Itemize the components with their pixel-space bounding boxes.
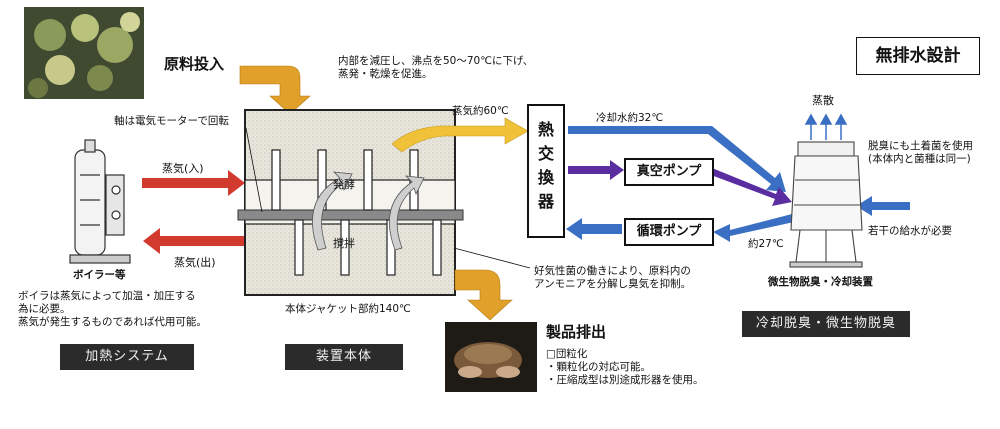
pressure-note: 内部を減圧し、沸点を50～70℃に下げ、 蒸発・乾燥を促進。 [338,55,534,80]
boiler-illustration [69,139,131,264]
stir-label: 撹拌 [333,237,355,250]
return-temp-label: 約27℃ [748,238,784,250]
circulation-pump-box: 循環ポンプ [624,218,714,246]
cooling-water-label: 冷却水約32℃ [596,112,664,124]
steam-arrows [142,170,245,254]
cooling-flow-arrows [566,126,910,242]
product-notes: □団粒化 ・顆粒化の対応可能。 ・圧縮成型は別途成形器を使用。 [546,348,704,386]
raw-input-label: 原料投入 [164,55,225,73]
boiler-label: ボイラー等 [73,269,126,281]
heating-note: ボイラは蒸気によって加温・加圧する 為に必要。 蒸気が発生するものであれば代用可… [18,290,207,328]
raw-input-arrow [239,65,311,115]
vacuum-pump-box: 真空ポンプ [624,158,714,186]
product-photo [445,322,537,392]
raw-material-photo [24,7,144,99]
main-section-label: 装置本体 [285,344,403,370]
water-supply-label: 若干の給水が必要 [868,225,952,237]
evaporation-label: 蒸散 [812,94,834,107]
steam-in-label: 蒸気(入) [162,162,204,175]
heating-section-label: 加熱システム [60,344,194,370]
design-title-box: 無排水設計 [856,37,980,75]
cooling-unit-label: 微生物脱臭・冷却装置 [768,276,873,288]
steam-temp-label: 蒸気約60℃ [452,105,509,117]
evaporation-arrows [804,113,848,140]
vapor-arrow [391,117,529,153]
heat-exchanger-box: 熱 交 換 器 [527,104,565,238]
bacteria-note: 好気性菌の働きにより、原料内の アンモニアを分解し臭気を抑制。 [534,265,692,290]
cooling-tower [789,141,863,268]
shaft-note: 軸は電気モーターで回転 [114,115,229,127]
product-output-arrow [454,269,513,321]
ferment-label: 発酵 [333,178,355,191]
jacket-temp-label: 本体ジャケット部約140℃ [285,303,411,315]
product-title: 製品排出 [546,323,607,341]
deodor-note: 脱臭にも土着菌を使用 (本体内と菌種は同一) [868,140,973,165]
steam-out-label: 蒸気(出) [174,256,216,269]
cooling-section-label: 冷却脱臭・微生物脱臭 [742,311,910,337]
